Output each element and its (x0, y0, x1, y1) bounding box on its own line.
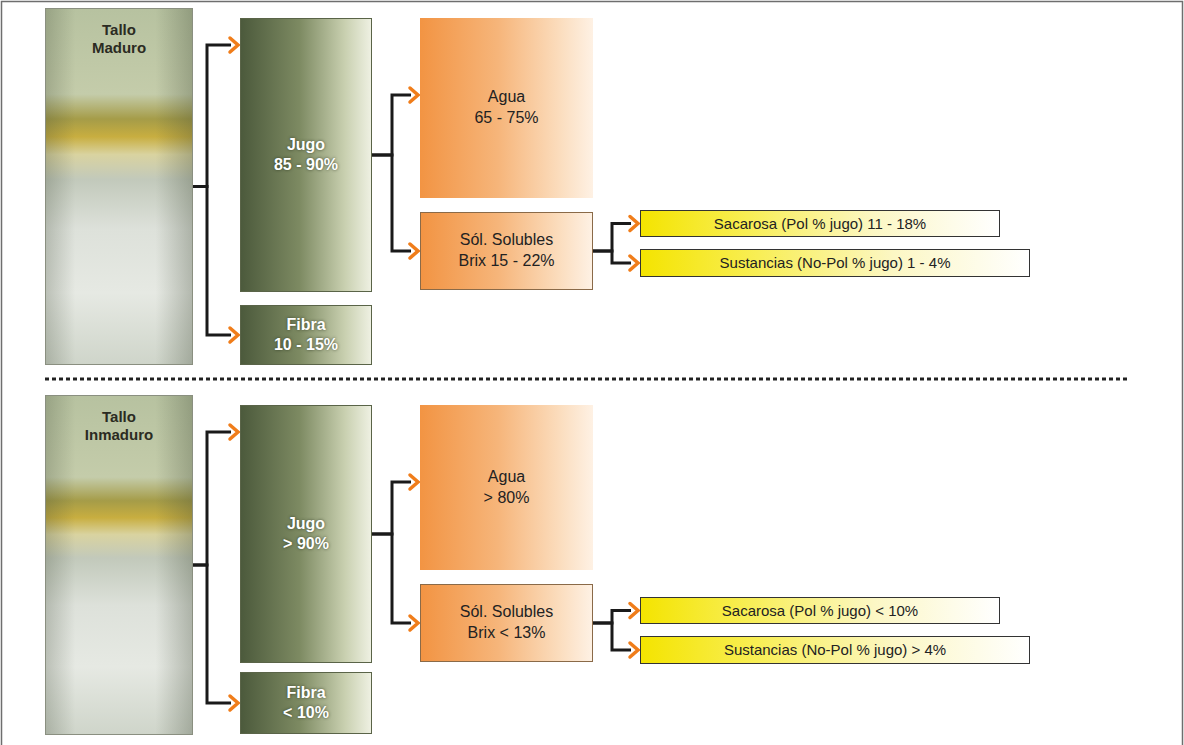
sucrose-box: Sacarosa (Pol % jugo) 11 - 18% (640, 210, 1000, 237)
box-label: Jugo (287, 514, 325, 534)
nonpol-box: Sustancias (No-Pol % jugo) > 4% (640, 636, 1030, 664)
connector-arrow (372, 534, 418, 630)
connector-line (593, 611, 631, 624)
solids-box: Sól. SolublesBrix 15 - 22% (420, 212, 593, 290)
box-label: Agua (488, 87, 525, 108)
box-label: Sól. Solubles (460, 602, 553, 623)
connector-line (193, 432, 231, 565)
divider-line (45, 378, 1130, 381)
box-label: Sacarosa (Pol % jugo) < 10% (722, 602, 918, 620)
connector-line (593, 251, 631, 263)
connector-arrow (593, 623, 638, 657)
fiber-box: Fibra< 10% (240, 672, 372, 734)
connector-arrow (193, 38, 238, 187)
box-label: Tallo Inmaduro (79, 408, 159, 444)
connector-arrow (193, 425, 238, 565)
connector-line (372, 95, 411, 155)
connector-arrow (193, 187, 238, 343)
connector-line (372, 155, 411, 251)
arrow-head (410, 616, 418, 630)
solids-box: Sól. SolublesBrix < 13% (420, 584, 593, 662)
box-value: Brix < 13% (468, 623, 546, 644)
box-label: Tallo Maduro (79, 21, 159, 57)
connector-arrow (372, 475, 418, 534)
box-label: Agua (488, 467, 525, 488)
connector-arrow (593, 217, 638, 252)
arrow-head (410, 88, 418, 102)
box-label: Sól. Solubles (460, 230, 553, 251)
box-label: Fibra (286, 315, 325, 335)
stalk-photo: Tallo Maduro (45, 8, 193, 365)
connector-arrow (593, 251, 638, 270)
box-value: > 80% (484, 488, 530, 509)
connector-line (193, 187, 231, 336)
box-value: < 10% (283, 703, 329, 723)
connector-line (193, 45, 231, 187)
arrow-head (230, 38, 238, 52)
juice-box: Jugo85 - 90% (240, 18, 372, 292)
water-box: Agua65 - 75% (420, 18, 593, 198)
connector-line (372, 534, 411, 623)
nonpol-box: Sustancias (No-Pol % jugo) 1 - 4% (640, 249, 1030, 277)
connector-arrow (372, 88, 418, 155)
arrow-head (230, 425, 238, 439)
box-label: Sustancias (No-Pol % jugo) 1 - 4% (720, 254, 951, 272)
box-label: Jugo (287, 135, 325, 155)
connector-line (193, 565, 231, 703)
connector-arrow (193, 565, 238, 710)
arrow-head (230, 328, 238, 342)
box-value: 85 - 90% (274, 155, 338, 175)
stalk-photo: Tallo Inmaduro (45, 395, 193, 735)
juice-box: Jugo> 90% (240, 405, 372, 663)
box-value: 10 - 15% (274, 335, 338, 355)
connector-line (593, 224, 631, 252)
arrow-head (410, 244, 418, 258)
arrow-head (630, 643, 638, 657)
box-value: > 90% (283, 534, 329, 554)
box-label: Fibra (286, 683, 325, 703)
arrow-head (410, 475, 418, 489)
box-label: Sustancias (No-Pol % jugo) > 4% (724, 641, 946, 659)
box-value: Brix 15 - 22% (458, 251, 554, 272)
arrow-head (230, 696, 238, 710)
water-box: Agua> 80% (420, 405, 593, 570)
connector-line (593, 623, 631, 650)
arrow-head (630, 217, 638, 231)
connector-arrow (372, 155, 418, 258)
box-value: 65 - 75% (474, 108, 538, 129)
connector-line (372, 482, 411, 534)
arrow-head (630, 604, 638, 618)
connector-arrow (593, 604, 638, 624)
box-label: Sacarosa (Pol % jugo) 11 - 18% (714, 215, 926, 233)
arrow-head (630, 256, 638, 270)
fiber-box: Fibra10 - 15% (240, 305, 372, 365)
sucrose-box: Sacarosa (Pol % jugo) < 10% (640, 597, 1000, 624)
